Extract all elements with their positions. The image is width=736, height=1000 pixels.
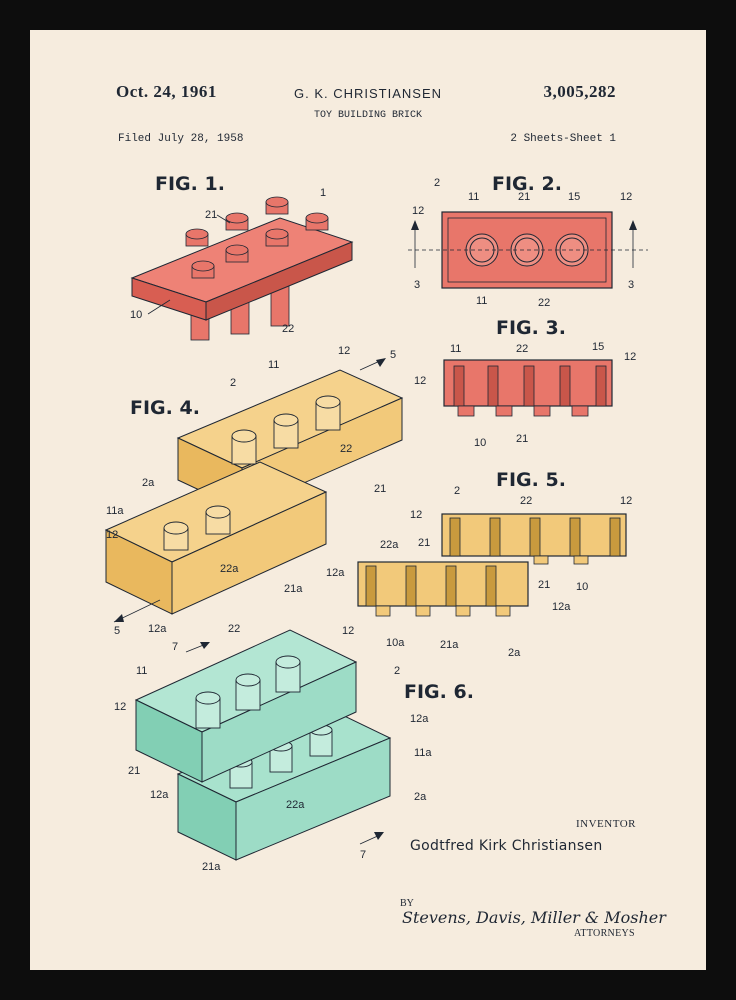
svg-text:11: 11 [450, 343, 461, 355]
svg-text:22: 22 [282, 323, 294, 335]
svg-text:22a: 22a [220, 563, 239, 575]
svg-text:21: 21 [128, 765, 140, 777]
fig3-drawing: FIG. 3. 11 22 15 12 [414, 317, 636, 449]
sheet-count: 2 Sheets-Sheet 1 [510, 133, 616, 145]
svg-text:2: 2 [434, 177, 440, 189]
svg-text:10: 10 [474, 437, 486, 449]
svg-text:12: 12 [342, 625, 354, 637]
svg-text:7: 7 [360, 849, 366, 861]
svg-text:12a: 12a [410, 713, 429, 725]
inventor-name: Godtfred Kirk Christiansen [410, 838, 603, 854]
svg-text:22a: 22a [286, 799, 305, 811]
by-label: BY [400, 898, 414, 909]
svg-text:12: 12 [106, 529, 118, 541]
svg-text:12a: 12a [150, 789, 169, 801]
svg-text:22: 22 [228, 623, 240, 635]
svg-text:2a: 2a [414, 791, 427, 803]
svg-text:10a: 10a [386, 637, 405, 649]
svg-text:12: 12 [620, 495, 632, 507]
svg-text:12a: 12a [148, 623, 167, 635]
fig6-drawing: FIG. 6. [114, 623, 474, 873]
fig1-drawing: FIG. 1. 1 21 10 [130, 173, 354, 341]
patent-title: TOY BUILDING BRICK [313, 110, 423, 121]
svg-text:21: 21 [518, 191, 530, 203]
svg-text:21: 21 [418, 537, 430, 549]
svg-text:2a: 2a [142, 477, 155, 489]
svg-text:10: 10 [130, 309, 142, 321]
svg-text:22: 22 [538, 297, 550, 309]
svg-text:12: 12 [410, 509, 422, 521]
svg-text:22: 22 [520, 495, 532, 507]
patent-number: 3,005,282 [543, 82, 616, 101]
svg-text:12: 12 [412, 205, 424, 217]
svg-text:2: 2 [230, 377, 236, 389]
fig4-label: FIG. 4. [130, 397, 200, 419]
svg-text:5: 5 [114, 625, 120, 637]
svg-text:12: 12 [624, 351, 636, 363]
svg-text:2: 2 [394, 665, 400, 677]
svg-text:12: 12 [414, 375, 426, 387]
svg-text:1: 1 [320, 187, 326, 199]
svg-text:12a: 12a [326, 567, 345, 579]
svg-text:21: 21 [205, 209, 217, 221]
svg-text:11: 11 [268, 359, 279, 371]
attorneys-label: ATTORNEYS [574, 928, 635, 939]
inventor-short-name: G. K. CHRISTIANSEN [293, 86, 443, 101]
svg-text:3: 3 [628, 279, 634, 291]
svg-text:21: 21 [538, 579, 550, 591]
svg-text:21a: 21a [202, 861, 221, 873]
svg-text:22: 22 [516, 343, 528, 355]
svg-text:2: 2 [454, 485, 460, 497]
svg-text:11: 11 [136, 665, 147, 677]
svg-text:21: 21 [374, 483, 386, 495]
attorney-signature: Stevens, Davis, Miller & Mosher [402, 908, 666, 927]
filed-date: Filed July 28, 1958 [118, 133, 244, 145]
patent-drawings: FIG. 1. 1 21 10 [104, 173, 648, 873]
inventor-label: INVENTOR [576, 818, 637, 830]
patent-sheet: Oct. 24, 1961 G. K. CHRISTIANSEN 3,005,2… [30, 30, 706, 970]
fig4-drawing: FIG. 4. 5 [104, 345, 404, 637]
svg-text:21a: 21a [284, 583, 303, 595]
svg-text:2a: 2a [508, 647, 521, 659]
svg-text:5: 5 [390, 349, 396, 361]
svg-text:11a: 11a [106, 505, 124, 517]
svg-text:15: 15 [592, 341, 604, 353]
fig3-label: FIG. 3. [496, 317, 566, 339]
svg-text:3: 3 [414, 279, 420, 291]
svg-text:21a: 21a [440, 639, 459, 651]
svg-text:15: 15 [568, 191, 580, 203]
fig2-label: FIG. 2. [492, 173, 562, 195]
svg-text:7: 7 [172, 641, 178, 653]
fig5-drawing: FIG. 5. 2 22 12 [326, 469, 632, 659]
svg-text:21: 21 [516, 433, 528, 445]
patent-date: Oct. 24, 1961 [116, 82, 217, 101]
svg-text:10: 10 [576, 581, 588, 593]
svg-text:11a: 11a [414, 747, 432, 759]
svg-text:12: 12 [338, 345, 350, 357]
svg-text:11: 11 [468, 191, 479, 203]
fig6-label: FIG. 6. [404, 681, 474, 703]
svg-text:12: 12 [620, 191, 632, 203]
svg-text:12a: 12a [552, 601, 571, 613]
svg-text:22a: 22a [380, 539, 399, 551]
fig5-label: FIG. 5. [496, 469, 566, 491]
svg-text:22: 22 [340, 443, 352, 455]
svg-text:11: 11 [476, 295, 487, 307]
fig1-label: FIG. 1. [155, 173, 225, 195]
svg-text:12: 12 [114, 701, 126, 713]
